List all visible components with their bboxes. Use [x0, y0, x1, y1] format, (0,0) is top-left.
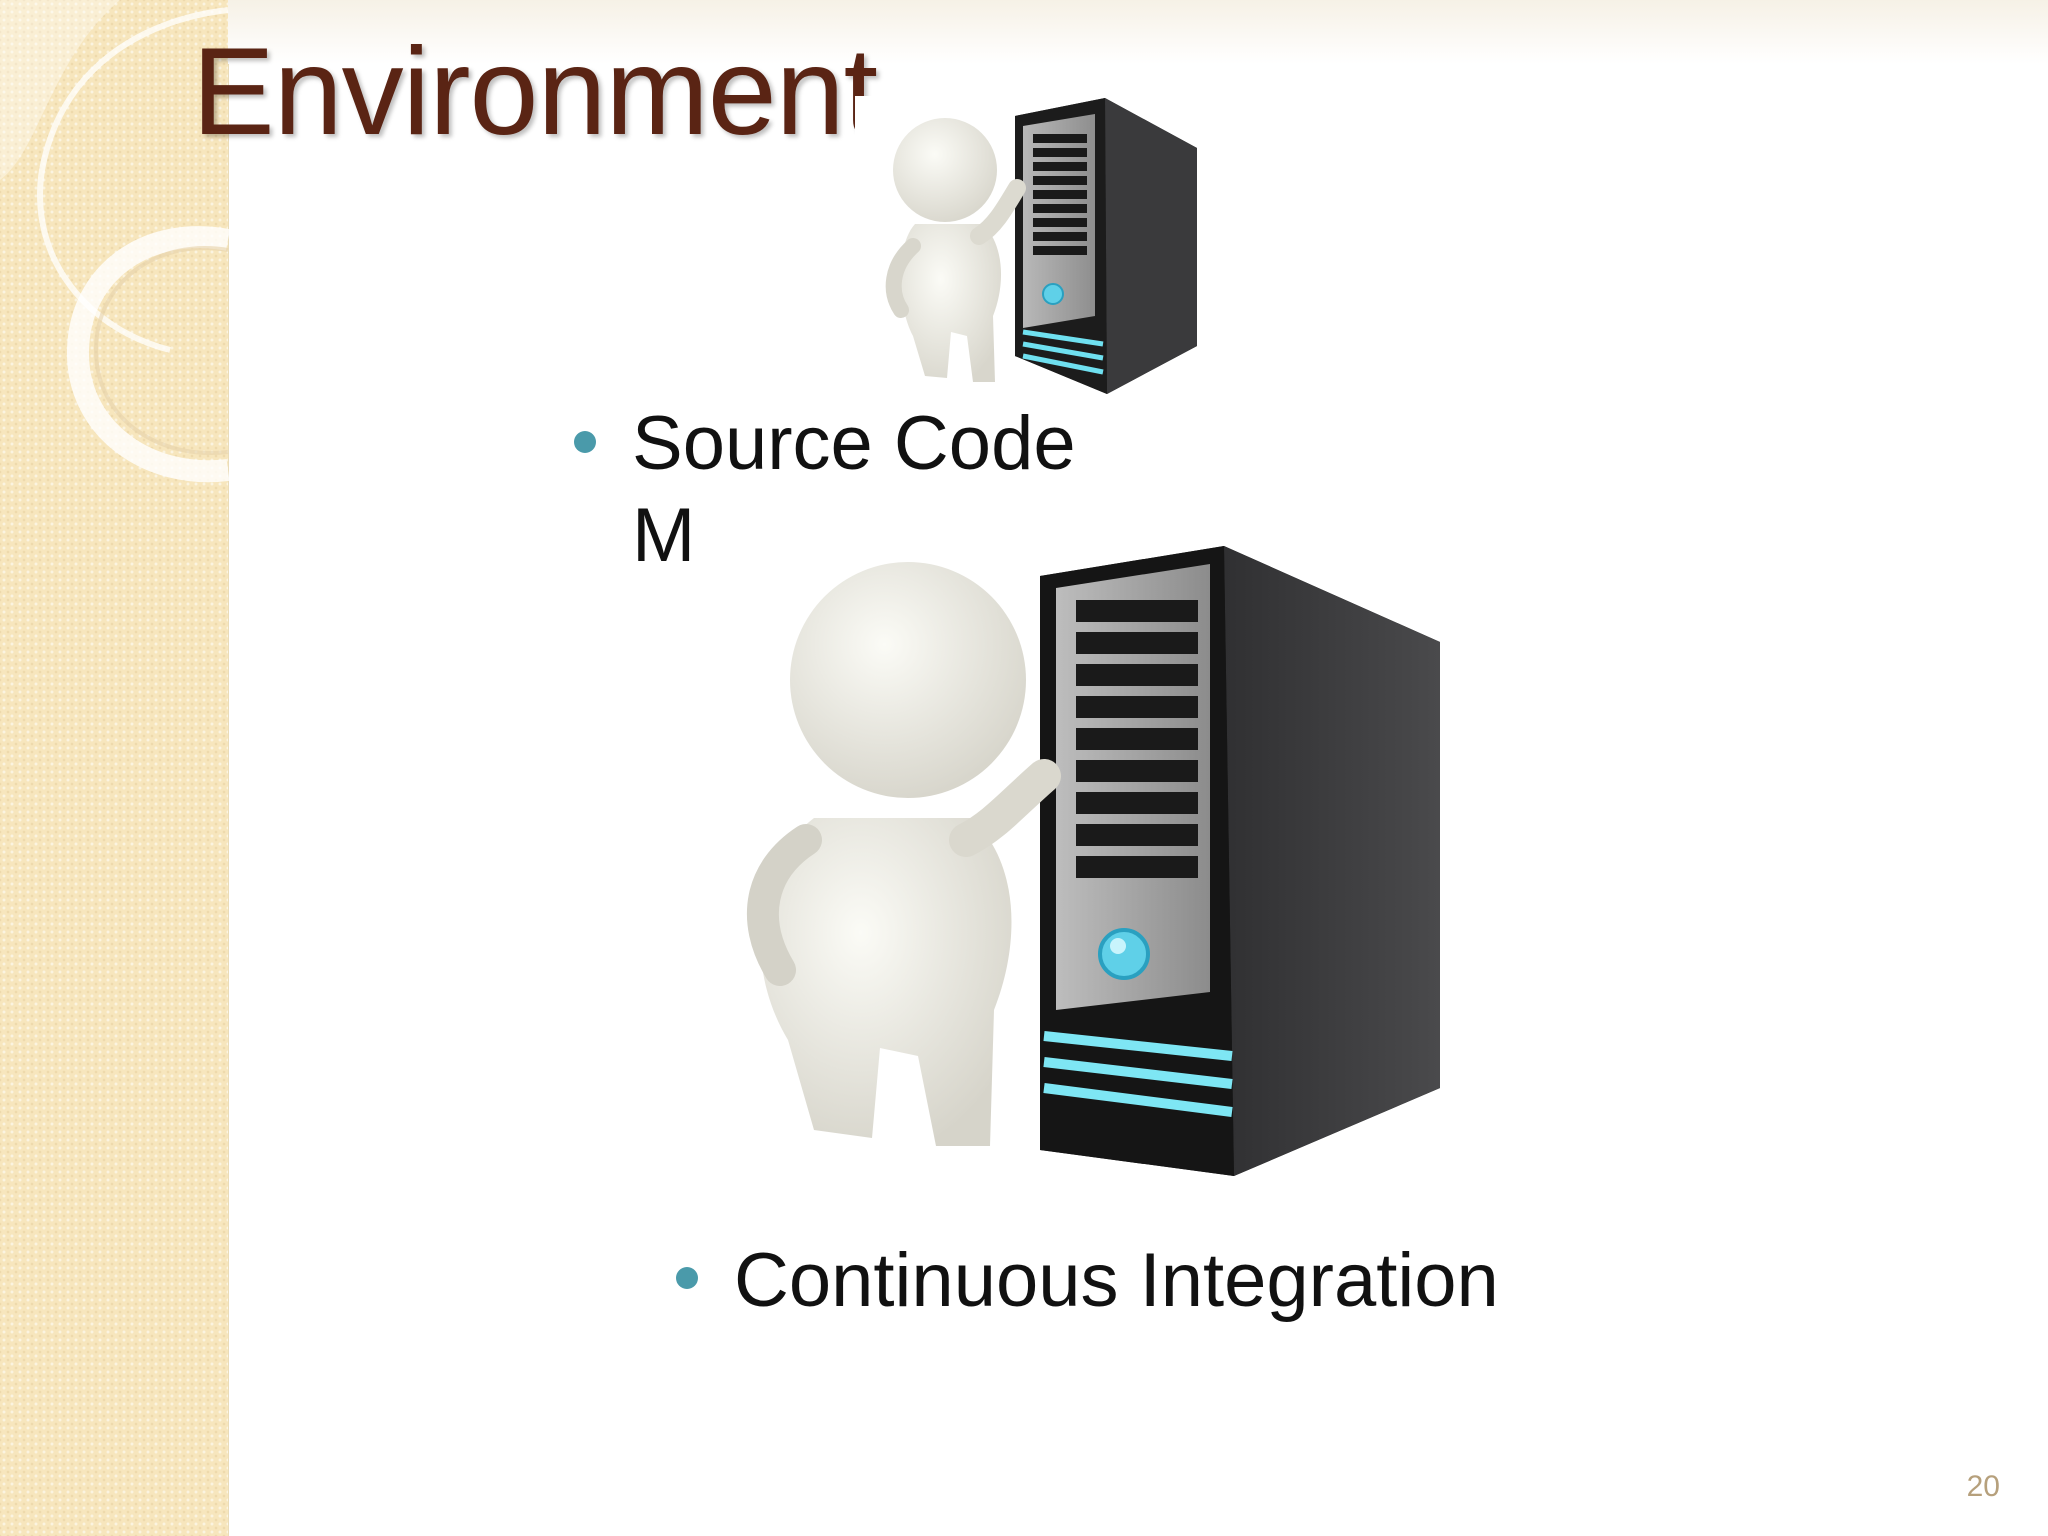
- page-number: 20: [1966, 1470, 2000, 1503]
- bullet-dot-icon: [574, 431, 596, 453]
- person-server-image-large: [704, 540, 1440, 1176]
- bullet-text: Continuous Integration: [734, 1238, 1499, 1323]
- slide-title: Environment: [192, 23, 878, 161]
- top-band: [228, 0, 2048, 64]
- bullet-text: Source Code M: [632, 398, 1076, 582]
- bullet-line-1: Source Code: [632, 401, 1076, 486]
- swirl-decoration: [0, 0, 231, 483]
- person-server-image-small: [855, 96, 1197, 396]
- bullet-dot-icon: [676, 1267, 698, 1289]
- bullet-line-2: M: [632, 493, 696, 578]
